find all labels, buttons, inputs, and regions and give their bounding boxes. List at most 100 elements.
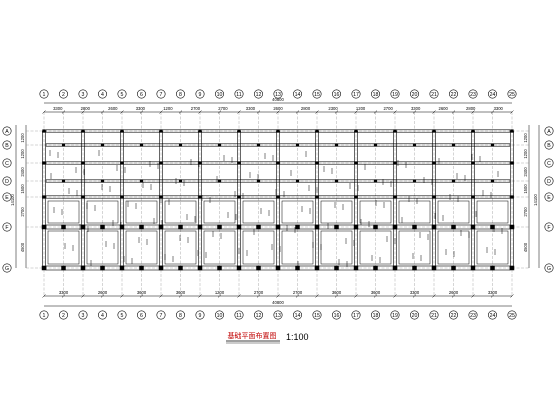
dim-left: 1500 — [20, 184, 25, 194]
dim-right: 1200 — [523, 149, 528, 159]
dim-left: 1200 — [20, 133, 25, 143]
column — [295, 224, 300, 230]
svg-text:22: 22 — [451, 92, 457, 98]
column — [159, 129, 163, 133]
column — [119, 224, 125, 230]
svg-text:23: 23 — [470, 313, 476, 319]
dim-tick — [139, 294, 144, 298]
footing-outline — [359, 200, 392, 224]
axis-bubble-bottom: 1 — [39, 310, 49, 320]
column — [510, 195, 514, 199]
footing-outline — [476, 230, 509, 265]
column — [276, 161, 280, 165]
svg-text:14: 14 — [295, 313, 301, 319]
column — [178, 224, 183, 230]
column — [158, 265, 164, 271]
axis-bubble-top: 21 — [429, 89, 439, 99]
axis-bubble-bottom: 25 — [507, 310, 517, 320]
column — [314, 265, 320, 271]
column — [236, 224, 242, 230]
dim-bottom: 3600 — [371, 290, 381, 295]
dim-tick — [354, 110, 358, 114]
dim-tick — [510, 110, 514, 114]
column — [42, 129, 46, 133]
dim-top: 2300 — [328, 106, 338, 111]
dim-right: 1200 — [523, 133, 528, 143]
column — [334, 265, 339, 271]
footing-outline — [437, 230, 470, 265]
svg-text:E: E — [547, 195, 551, 201]
column — [100, 179, 105, 183]
svg-text:F: F — [547, 225, 550, 231]
axis-bubble-bottom: 19 — [390, 310, 400, 320]
svg-text:20: 20 — [412, 313, 418, 319]
dim-tick — [178, 294, 183, 298]
footing-outline — [398, 200, 431, 224]
footing-outline — [164, 230, 197, 265]
foundation-hatching — [47, 150, 509, 267]
dim-tick — [276, 294, 280, 298]
axis-bubble-bottom: 17 — [351, 310, 361, 320]
column — [509, 224, 515, 230]
column — [61, 179, 66, 183]
axis-bubble-bottom: 2 — [58, 310, 68, 320]
svg-text:13: 13 — [275, 313, 281, 319]
axis-bubble-bottom: 11 — [234, 310, 244, 320]
column — [510, 161, 514, 165]
dim-top: 2600 — [273, 106, 283, 111]
dim-top: 2800 — [301, 106, 311, 111]
dim-tick — [42, 110, 46, 114]
column — [256, 265, 261, 271]
axis-bubble-top: 11 — [234, 89, 244, 99]
axis-bubble-bottom: 16 — [331, 310, 341, 320]
footing-outline — [125, 200, 158, 224]
svg-text:25: 25 — [509, 313, 515, 319]
axis-bubble-bottom: 24 — [487, 310, 497, 320]
dim-bottom: 3600 — [137, 290, 147, 295]
column — [373, 179, 378, 183]
column — [471, 195, 475, 199]
column — [159, 161, 163, 165]
axis-bubble-top: 10 — [215, 89, 225, 99]
dim-tick — [295, 110, 300, 114]
column — [412, 143, 417, 147]
column — [315, 161, 319, 165]
dim-tick — [315, 110, 319, 114]
column — [393, 161, 397, 165]
column — [256, 179, 261, 183]
column — [80, 224, 86, 230]
column — [42, 161, 46, 165]
column — [490, 224, 495, 230]
column — [490, 179, 495, 183]
dim-top: 2800 — [81, 106, 91, 111]
svg-text:24: 24 — [490, 92, 496, 98]
axis-bubble-right: D — [544, 176, 554, 186]
dim-top: 3300 — [246, 106, 256, 111]
dim-tick — [393, 110, 397, 114]
dim-tick — [120, 110, 124, 114]
svg-text:3: 3 — [82, 313, 85, 319]
column — [295, 265, 300, 271]
svg-text:13: 13 — [275, 92, 281, 98]
column — [471, 161, 475, 165]
axis-bubble-top: 6 — [137, 89, 147, 99]
column — [393, 195, 397, 199]
column — [139, 179, 144, 183]
dim-tick — [237, 294, 241, 298]
column — [81, 161, 85, 165]
axis-bubble-right: C — [544, 158, 554, 168]
axis-bubble-top: 9 — [195, 89, 205, 99]
svg-text:9: 9 — [199, 92, 202, 98]
dim-right: 4500 — [523, 242, 528, 252]
column — [197, 224, 203, 230]
svg-text:D: D — [547, 179, 551, 185]
svg-text:D: D — [5, 179, 9, 185]
svg-text:11: 11 — [236, 313, 241, 319]
dim-tick — [159, 294, 163, 298]
overall-dim-top: 40800 — [272, 97, 284, 102]
column — [41, 224, 47, 230]
axis-bubble-bottom: 7 — [156, 310, 166, 320]
column — [119, 265, 125, 271]
axis-bubble-bottom: 3 — [78, 310, 88, 320]
footing-outline — [86, 200, 119, 224]
